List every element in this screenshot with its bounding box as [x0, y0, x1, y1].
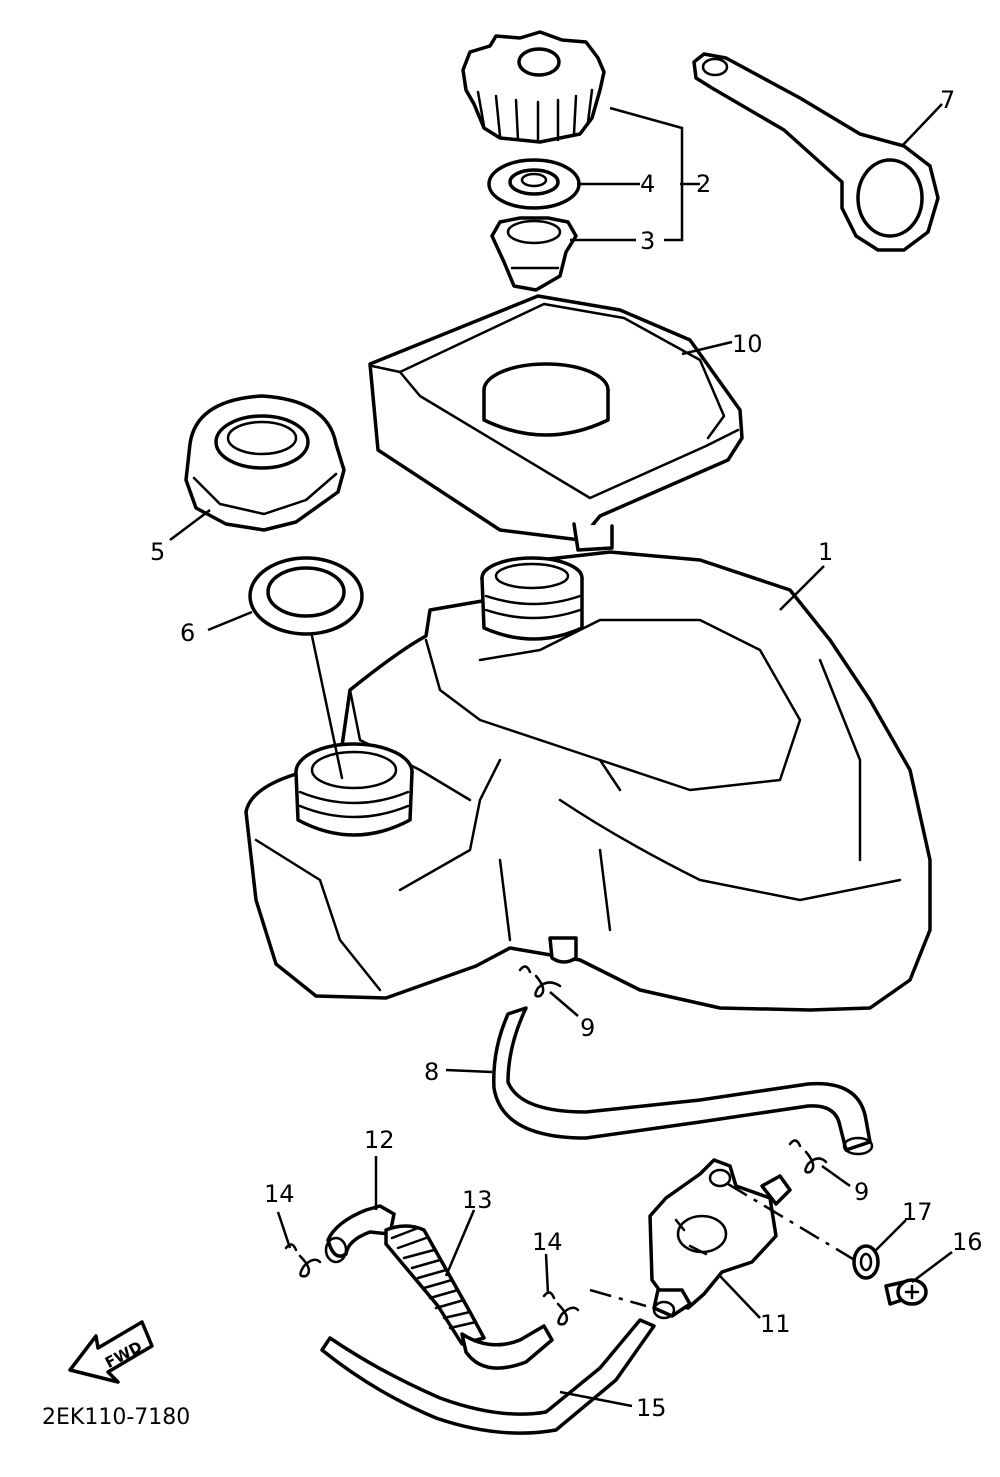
- fuel-cock: [648, 1158, 792, 1320]
- hose-clip-middle: [542, 1291, 580, 1326]
- leader-5: [169, 509, 211, 541]
- callout-15: 15: [636, 1394, 667, 1422]
- leader-10: [681, 340, 733, 356]
- corrugated-protector: [384, 1224, 554, 1370]
- fuel-cap: [461, 30, 606, 144]
- fuel-cock-alignment-line: [727, 1182, 859, 1264]
- forward-direction-arrow: FWD: [68, 1320, 154, 1384]
- oil-tank-cap: [184, 394, 346, 532]
- callout-9-lower: 9: [854, 1178, 869, 1206]
- leader-14-middle: [544, 1253, 550, 1295]
- callout-6: 6: [180, 619, 195, 647]
- long-fuel-hose: [320, 1318, 656, 1435]
- fuel-hose: [492, 1006, 874, 1156]
- leader-9-upper: [549, 991, 579, 1017]
- leader-8: [445, 1068, 493, 1074]
- callout-10: 10: [732, 330, 763, 358]
- callout-11: 11: [760, 1310, 791, 1338]
- leader-15: [559, 1390, 633, 1408]
- tank-tray: [368, 294, 744, 552]
- fuel-tank: [244, 550, 932, 1012]
- leader-9-lower: [821, 1164, 851, 1188]
- leader-1: [779, 565, 825, 611]
- filler-insert: [490, 216, 578, 292]
- leader-13: [444, 1209, 476, 1277]
- washer: [852, 1244, 880, 1280]
- screw: [884, 1278, 928, 1306]
- cap-gasket: [487, 158, 581, 210]
- hose-alignment-line: [589, 1288, 647, 1308]
- callout-13: 13: [462, 1186, 493, 1214]
- callout-2: 2: [696, 170, 711, 198]
- callout-16: 16: [952, 1228, 983, 1256]
- diagram-part-number: 2EK110-7180: [42, 1405, 190, 1430]
- leader-11: [719, 1275, 761, 1319]
- oil-seal-guide-line: [310, 634, 344, 780]
- callout-9-upper: 9: [580, 1014, 595, 1042]
- oil-seal: [248, 556, 364, 636]
- fuel-line-hose: [324, 1204, 396, 1264]
- leader-6: [207, 610, 253, 632]
- hose-clip-lower: [788, 1139, 828, 1174]
- leader-14-left: [276, 1211, 292, 1249]
- callout-17: 17: [902, 1198, 933, 1226]
- hose-clip-left: [284, 1243, 322, 1278]
- callout-1: 1: [818, 538, 833, 566]
- callout-4: 4: [640, 170, 655, 198]
- leader-17: [875, 1219, 907, 1251]
- leader-7: [901, 103, 943, 147]
- callout-12: 12: [364, 1126, 395, 1154]
- callout-7: 7: [940, 86, 955, 114]
- callout-14-middle: 14: [532, 1228, 563, 1256]
- hose-clip-upper: [518, 965, 562, 998]
- callout-3: 3: [640, 227, 655, 255]
- callout-14-left: 14: [264, 1180, 295, 1208]
- callout-5: 5: [150, 538, 165, 566]
- filler-key: [692, 52, 940, 252]
- cap-assembly-bracket: [570, 106, 700, 242]
- leader-16: [911, 1251, 953, 1283]
- callout-8: 8: [424, 1058, 439, 1086]
